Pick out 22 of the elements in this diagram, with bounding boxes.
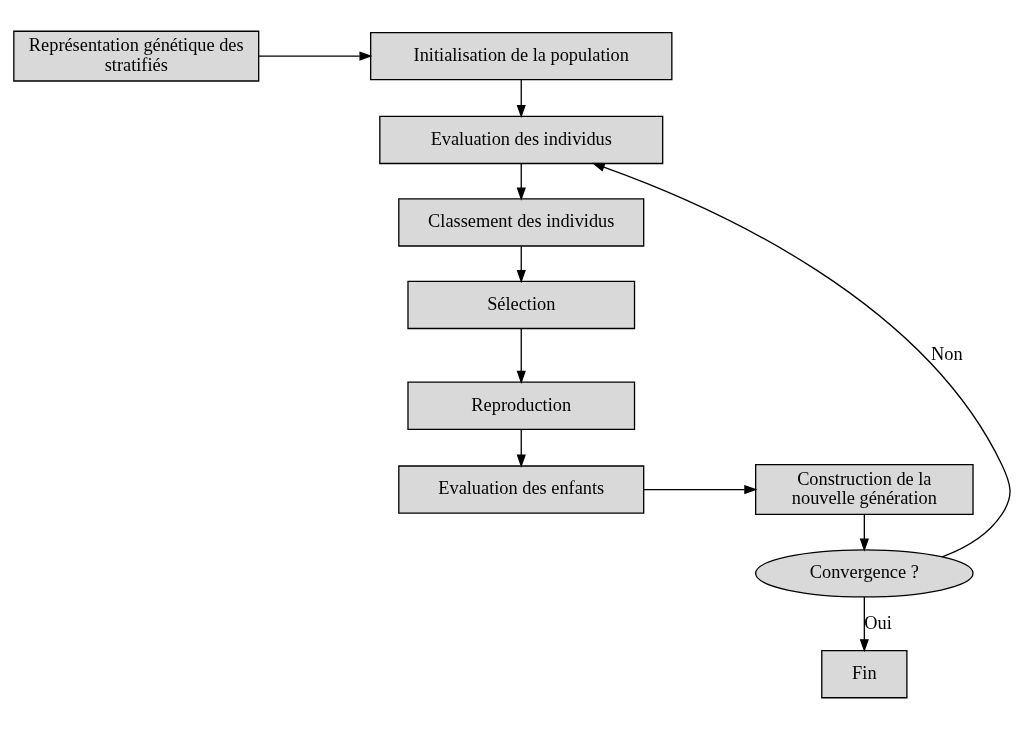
arrow: [859, 596, 869, 653]
arrow: [258, 51, 373, 61]
edge-label: Oui: [864, 612, 892, 633]
node-box: Sélection: [407, 280, 636, 330]
arrow: [516, 163, 526, 201]
node-box: Reproduction: [407, 381, 636, 430]
arrow: [859, 514, 869, 552]
arrow: [516, 245, 526, 284]
node-box: Evaluation des enfants: [398, 465, 645, 514]
arrow: [516, 79, 526, 119]
node-ellipse: Convergence ?: [755, 549, 974, 598]
arrow: [516, 429, 526, 468]
arrow: [516, 327, 526, 384]
node-box: Initialisation de la population: [370, 31, 673, 81]
node-box: Evaluation des individus: [379, 115, 664, 165]
edge-label: Non: [931, 344, 963, 365]
arrow: [643, 484, 758, 495]
node-box: Construction de la nouvelle génération: [755, 464, 974, 516]
node-box: Classement des individus: [398, 198, 645, 247]
node-box: Fin: [821, 649, 908, 699]
node-box: Représentation génétique des stratifiés: [13, 30, 260, 82]
arrow: [591, 162, 1011, 558]
